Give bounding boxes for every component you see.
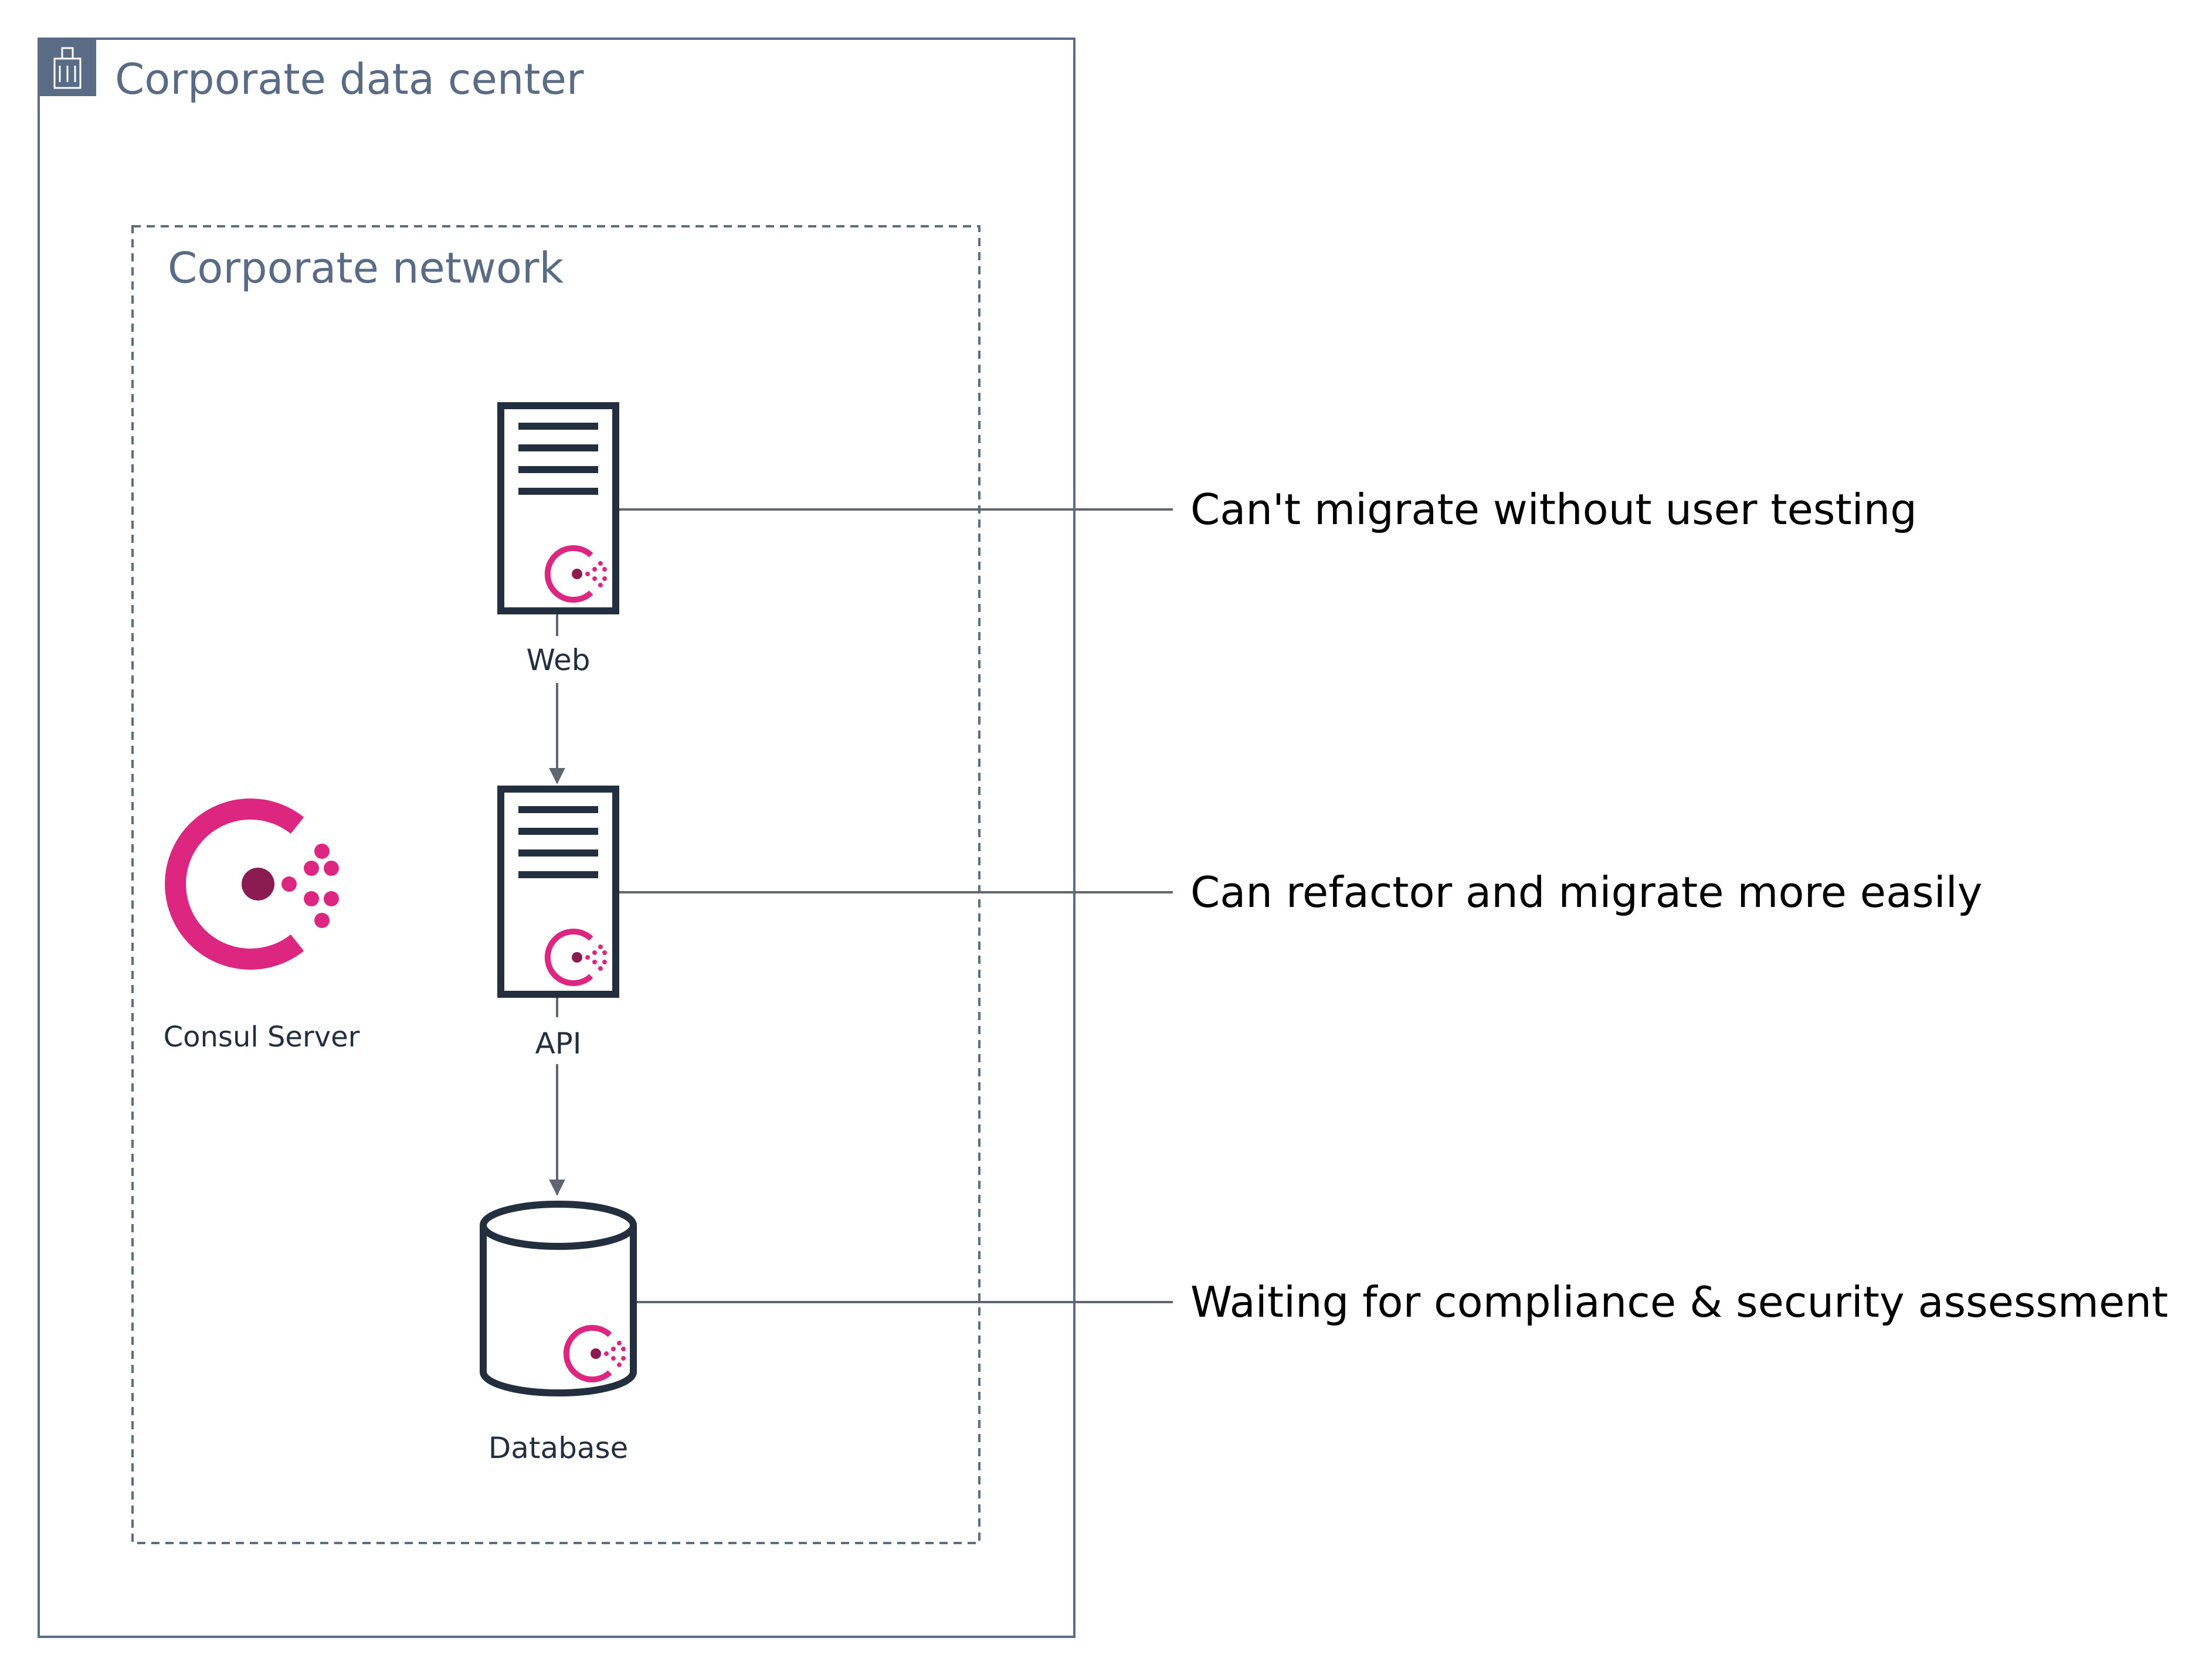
web-label-mask bbox=[516, 636, 598, 683]
web-label: Web bbox=[526, 643, 590, 677]
data-center-group-border bbox=[38, 38, 1076, 1638]
web-annotation: Can't migrate without user testing bbox=[1190, 485, 1917, 534]
data-center-title: Corporate data center bbox=[115, 55, 584, 104]
api-server-icon bbox=[497, 786, 619, 998]
building-icon bbox=[39, 39, 96, 96]
api-label: API bbox=[535, 1027, 581, 1061]
api-label-mask bbox=[516, 1017, 598, 1064]
consul-badge-icon bbox=[544, 929, 607, 986]
corporate-network-title: Corporate network bbox=[168, 243, 564, 293]
consul-logo-icon bbox=[165, 798, 339, 970]
consul-server-label: Consul Server bbox=[164, 1021, 360, 1054]
database-annotation: Waiting for compliance & security assess… bbox=[1190, 1277, 2168, 1327]
api-annotation: Can refactor and migrate more easily bbox=[1190, 868, 1982, 917]
consul-badge-icon bbox=[544, 545, 607, 603]
database-label: Database bbox=[488, 1431, 629, 1465]
database-icon bbox=[480, 1201, 637, 1396]
web-server-icon bbox=[497, 402, 619, 614]
corporate-network-group-border bbox=[131, 225, 981, 1544]
consul-badge-icon bbox=[563, 1325, 626, 1382]
